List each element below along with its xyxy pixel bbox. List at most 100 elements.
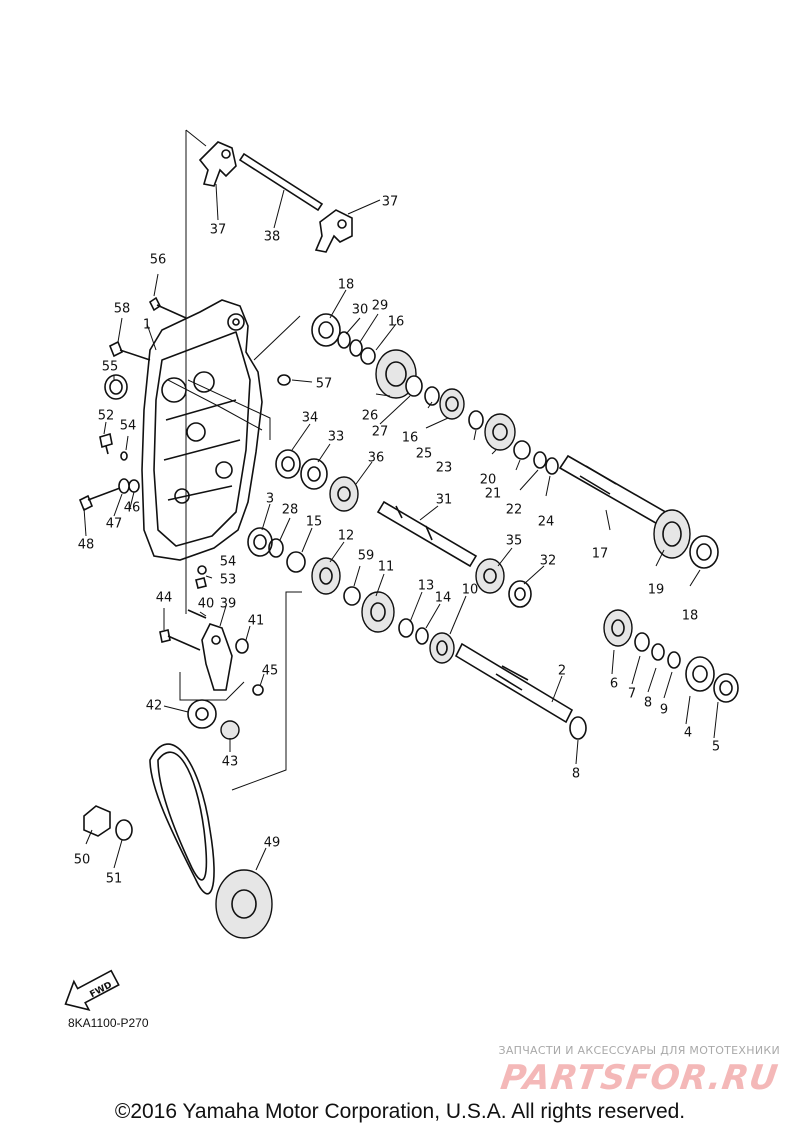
- gear-20: [484, 413, 516, 451]
- washer-54-lower: [197, 565, 207, 575]
- nut-45: [252, 684, 264, 696]
- gear-10: [429, 632, 455, 664]
- callout-7: 7: [628, 687, 636, 702]
- callout-22: 22: [506, 503, 523, 518]
- washer-14: [415, 627, 429, 645]
- callout-26: 26: [362, 409, 379, 424]
- callout-46: 46: [124, 501, 141, 516]
- collar-16-lower: [424, 386, 440, 406]
- bolt-58: [108, 340, 151, 361]
- callout-49: 49: [264, 836, 281, 851]
- callout-9: 9: [660, 703, 668, 718]
- bearing-33: [300, 458, 328, 490]
- watermark-logo: PARTSFOR.RU: [498, 1058, 781, 1098]
- watermark-caption: ЗАПЧАСТИ И АКСЕССУАРЫ ДЛЯ МОТОТЕХНИКИ: [498, 1044, 780, 1057]
- callout-labels: 1 2 3 4 5 6 7 8 8 9 10 11 12 13 14 15 16…: [74, 195, 720, 887]
- callout-29: 29: [372, 299, 389, 314]
- gear-6: [603, 609, 633, 647]
- callout-23: 23: [436, 461, 453, 476]
- fwd-arrow-icon: FWD: [64, 969, 120, 1011]
- callout-30: 30: [352, 303, 369, 318]
- gear-35: [475, 558, 505, 594]
- circlip-24: [545, 457, 559, 475]
- callout-15: 15: [306, 515, 323, 530]
- callout-54-upper: 54: [120, 419, 137, 434]
- callout-8-lower: 8: [572, 767, 580, 782]
- washer-46: [128, 479, 140, 493]
- callout-13: 13: [418, 579, 435, 594]
- dowel-57: [277, 374, 291, 386]
- callout-28: 28: [282, 503, 299, 518]
- callout-37-right: 37: [382, 195, 399, 210]
- callout-10: 10: [462, 583, 479, 598]
- callout-14: 14: [435, 591, 452, 606]
- callout-1: 1: [143, 318, 151, 333]
- callout-25: 25: [416, 447, 433, 462]
- collar-59: [343, 586, 361, 606]
- callout-21: 21: [485, 487, 502, 502]
- collar-41: [235, 638, 249, 654]
- shift-fork-left: [198, 141, 237, 187]
- guide-line-fork-link: [167, 379, 263, 431]
- callout-55: 55: [102, 360, 119, 375]
- callout-35: 35: [506, 534, 523, 549]
- seal-28: [268, 538, 284, 558]
- callout-3: 3: [266, 492, 274, 507]
- callout-18-lower: 18: [682, 609, 699, 624]
- leader-lines: [83, 183, 719, 871]
- washer-54-upper: [120, 451, 128, 461]
- callout-18-upper: 18: [338, 278, 355, 293]
- bearing-3: [247, 527, 273, 557]
- lever-39: [201, 623, 233, 691]
- bearing-34: [275, 449, 301, 479]
- guide-line-axle-bracket: [187, 315, 301, 440]
- callout-50: 50: [74, 853, 91, 868]
- callout-6: 6: [610, 677, 618, 692]
- shift-fork-right: [314, 209, 353, 253]
- bearing-18-lower: [689, 535, 719, 569]
- callout-56: 56: [150, 253, 167, 268]
- guide-line-chain-bracket: [231, 591, 302, 791]
- crankcase-cover: [141, 299, 263, 561]
- bolt-44: [159, 629, 201, 651]
- callout-53: 53: [220, 573, 237, 588]
- callout-32: 32: [540, 554, 557, 569]
- pin-40: [187, 609, 207, 619]
- callout-40: 40: [198, 597, 215, 612]
- screw-53: [195, 577, 207, 589]
- washer-47: [118, 478, 130, 494]
- washer-8-lower: [569, 716, 587, 740]
- bearing-32: [508, 580, 532, 608]
- circlip-29: [349, 339, 363, 357]
- collar-16-upper: [360, 347, 376, 365]
- nut-50: [83, 805, 111, 837]
- callout-5: 5: [712, 740, 720, 755]
- shift-rod: [238, 152, 324, 212]
- callout-48: 48: [78, 538, 95, 553]
- sprocket-49: [215, 869, 273, 939]
- callout-54-lower: 54: [220, 555, 237, 570]
- drawing-code: 8KA1100-P270: [68, 1016, 149, 1030]
- drive-chain: [149, 743, 215, 895]
- drive-axle-2: [454, 642, 574, 724]
- callout-52: 52: [98, 409, 115, 424]
- gear-19: [653, 509, 691, 559]
- washer-30: [337, 331, 351, 349]
- callout-41: 41: [248, 614, 265, 629]
- bearing-4: [685, 656, 715, 692]
- gear-25: [439, 388, 465, 420]
- callout-42: 42: [146, 699, 163, 714]
- collar-13: [398, 618, 414, 638]
- lock-washer-51: [115, 819, 133, 841]
- callout-33: 33: [328, 430, 345, 445]
- callout-16-lower: 16: [402, 431, 419, 446]
- bolt-48: [78, 487, 121, 512]
- bearing-43: [220, 720, 240, 740]
- guide-line-top-branch: [185, 129, 207, 147]
- callout-27: 27: [372, 425, 389, 440]
- callout-44: 44: [156, 591, 173, 606]
- callout-57: 57: [316, 377, 333, 392]
- collar-21: [513, 440, 531, 460]
